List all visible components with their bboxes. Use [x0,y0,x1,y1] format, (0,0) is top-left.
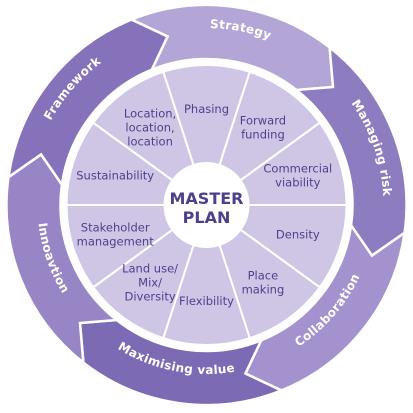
outer-segment-framework [6,18,170,189]
inner-segment-label: location, [125,120,174,134]
inner-ring [65,64,348,346]
inner-segment-label: Location, [124,106,176,120]
inner-segment-label: making [242,283,285,297]
inner-segment-label: Stakeholder [81,221,150,235]
inner-segment-label: Flexibility [179,294,234,308]
inner-segment-label: Phasing [184,102,229,116]
inner-segment-label: Sustainability [76,168,154,182]
inner-segment-label: management [77,235,155,249]
inner-segment-label: location [127,134,173,148]
center-title-line-2: PLAN [183,208,231,227]
inner-segment-label: Mix/ [138,276,162,290]
inner-segment-label: funding [241,127,285,141]
inner-segment-label: Diversity [124,290,175,304]
center-title-line-1: MASTER [170,189,244,208]
inner-segment-label: Place [248,269,279,283]
inner-segment-labels: PhasingForwardfundingCommercialviability… [76,102,332,308]
inner-segment-label: Land use/ [122,262,178,276]
inner-segment-label: Commercial [263,161,332,175]
inner-segment-label: viability [275,175,320,189]
outer-ring [5,3,408,407]
center-hub: MASTER PLAN [164,163,249,247]
center-circle [164,163,249,247]
inner-segment-label: Forward [240,113,286,127]
inner-segment-label: Density [276,228,320,242]
